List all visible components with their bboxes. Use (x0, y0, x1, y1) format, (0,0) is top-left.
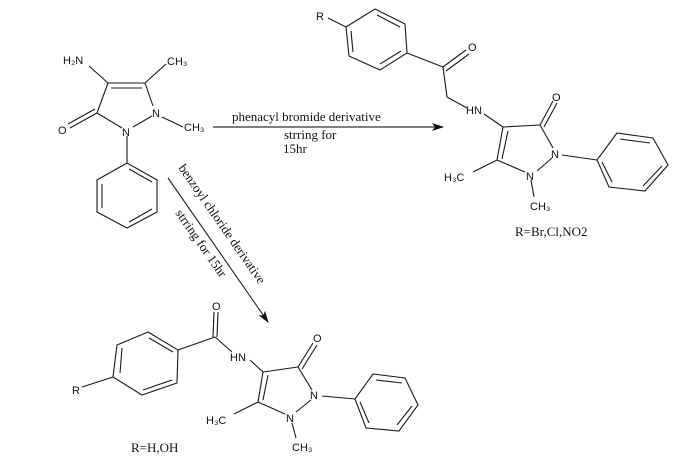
r-label: R (316, 11, 324, 23)
substituents-label: R=H,OH (131, 440, 178, 455)
n1-label: N (526, 171, 534, 183)
n1-label: N (286, 413, 294, 425)
ketone-oxygen-label: O (468, 42, 477, 54)
amine-label: H₂N (63, 55, 83, 67)
hn-label: HN (230, 352, 246, 364)
product-1-bonds (327, 8, 669, 198)
methyl-label: H₃C (206, 415, 226, 427)
substituents-label: R=Br,Cl,NO2 (515, 224, 588, 239)
reaction-arrow-1: phenacyl bromide derivative strring for … (213, 109, 444, 156)
product-2-bonds (81, 311, 419, 439)
ring-oxygen-label: O (313, 333, 322, 345)
n-methyl-label: CH₃ (292, 442, 312, 454)
r-label: R (72, 385, 80, 397)
hn-label: HN (466, 105, 482, 117)
methyl-label: CH₃ (167, 56, 187, 68)
product-1: R O HN O N N H₃C CH₃ R=Br,Cl,NO2 (316, 8, 669, 239)
reagent-1-label: phenacyl bromide derivative (232, 109, 381, 124)
product-2: R O HN O N N H₃C CH₃ R=H,OH (72, 301, 419, 455)
reaction-arrow-2: benzoyl chloride derivative strring for … (167, 161, 269, 323)
oxygen-label: O (58, 125, 67, 137)
amide-oxygen-label: O (212, 301, 221, 313)
starting-material-bonds (67, 63, 184, 229)
n-methyl-label: CH₃ (184, 122, 204, 134)
n-methyl-label: CH₃ (530, 201, 550, 213)
n2-label: N (551, 149, 559, 161)
methyl-label: H₃C (444, 172, 464, 184)
condition-1-line2: 15hr (283, 141, 308, 156)
ring-oxygen-label: O (552, 92, 561, 104)
condition-1-line1: strring for (284, 127, 337, 142)
n2-label: N (310, 390, 318, 402)
n2-label: N (122, 127, 130, 139)
n1-label: N (152, 108, 160, 120)
starting-material: H₂N CH₃ N CH₃ N O (58, 55, 204, 229)
